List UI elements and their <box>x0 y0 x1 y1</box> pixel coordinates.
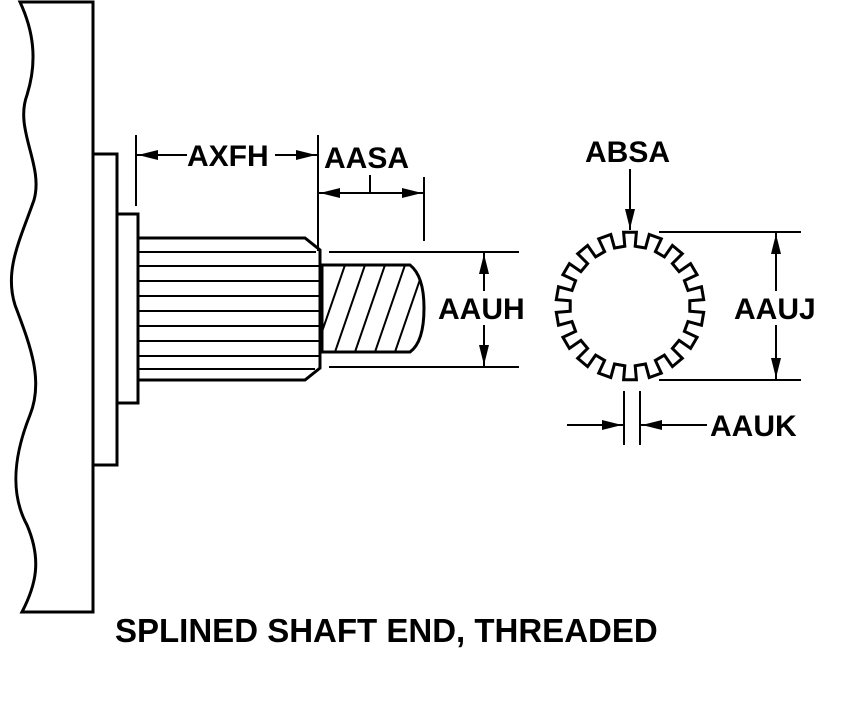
threaded-end <box>320 263 426 354</box>
spline-cross-section <box>554 230 706 382</box>
label-axfh: AXFH <box>187 140 269 173</box>
mounting-plate <box>9 0 95 614</box>
dimension-aasa <box>319 175 423 198</box>
extension-lines <box>135 135 801 445</box>
shaft-flanges <box>91 152 140 467</box>
label-absa: ABSA <box>585 136 670 169</box>
label-aauk: AAUK <box>710 410 797 443</box>
splined-body <box>136 236 322 382</box>
label-aauh: AAUH <box>438 293 525 326</box>
label-aauj: AAUJ <box>734 293 816 326</box>
diagram-caption: SPLINED SHAFT END, THREADED <box>115 612 658 649</box>
label-aasa: AASA <box>324 142 409 175</box>
